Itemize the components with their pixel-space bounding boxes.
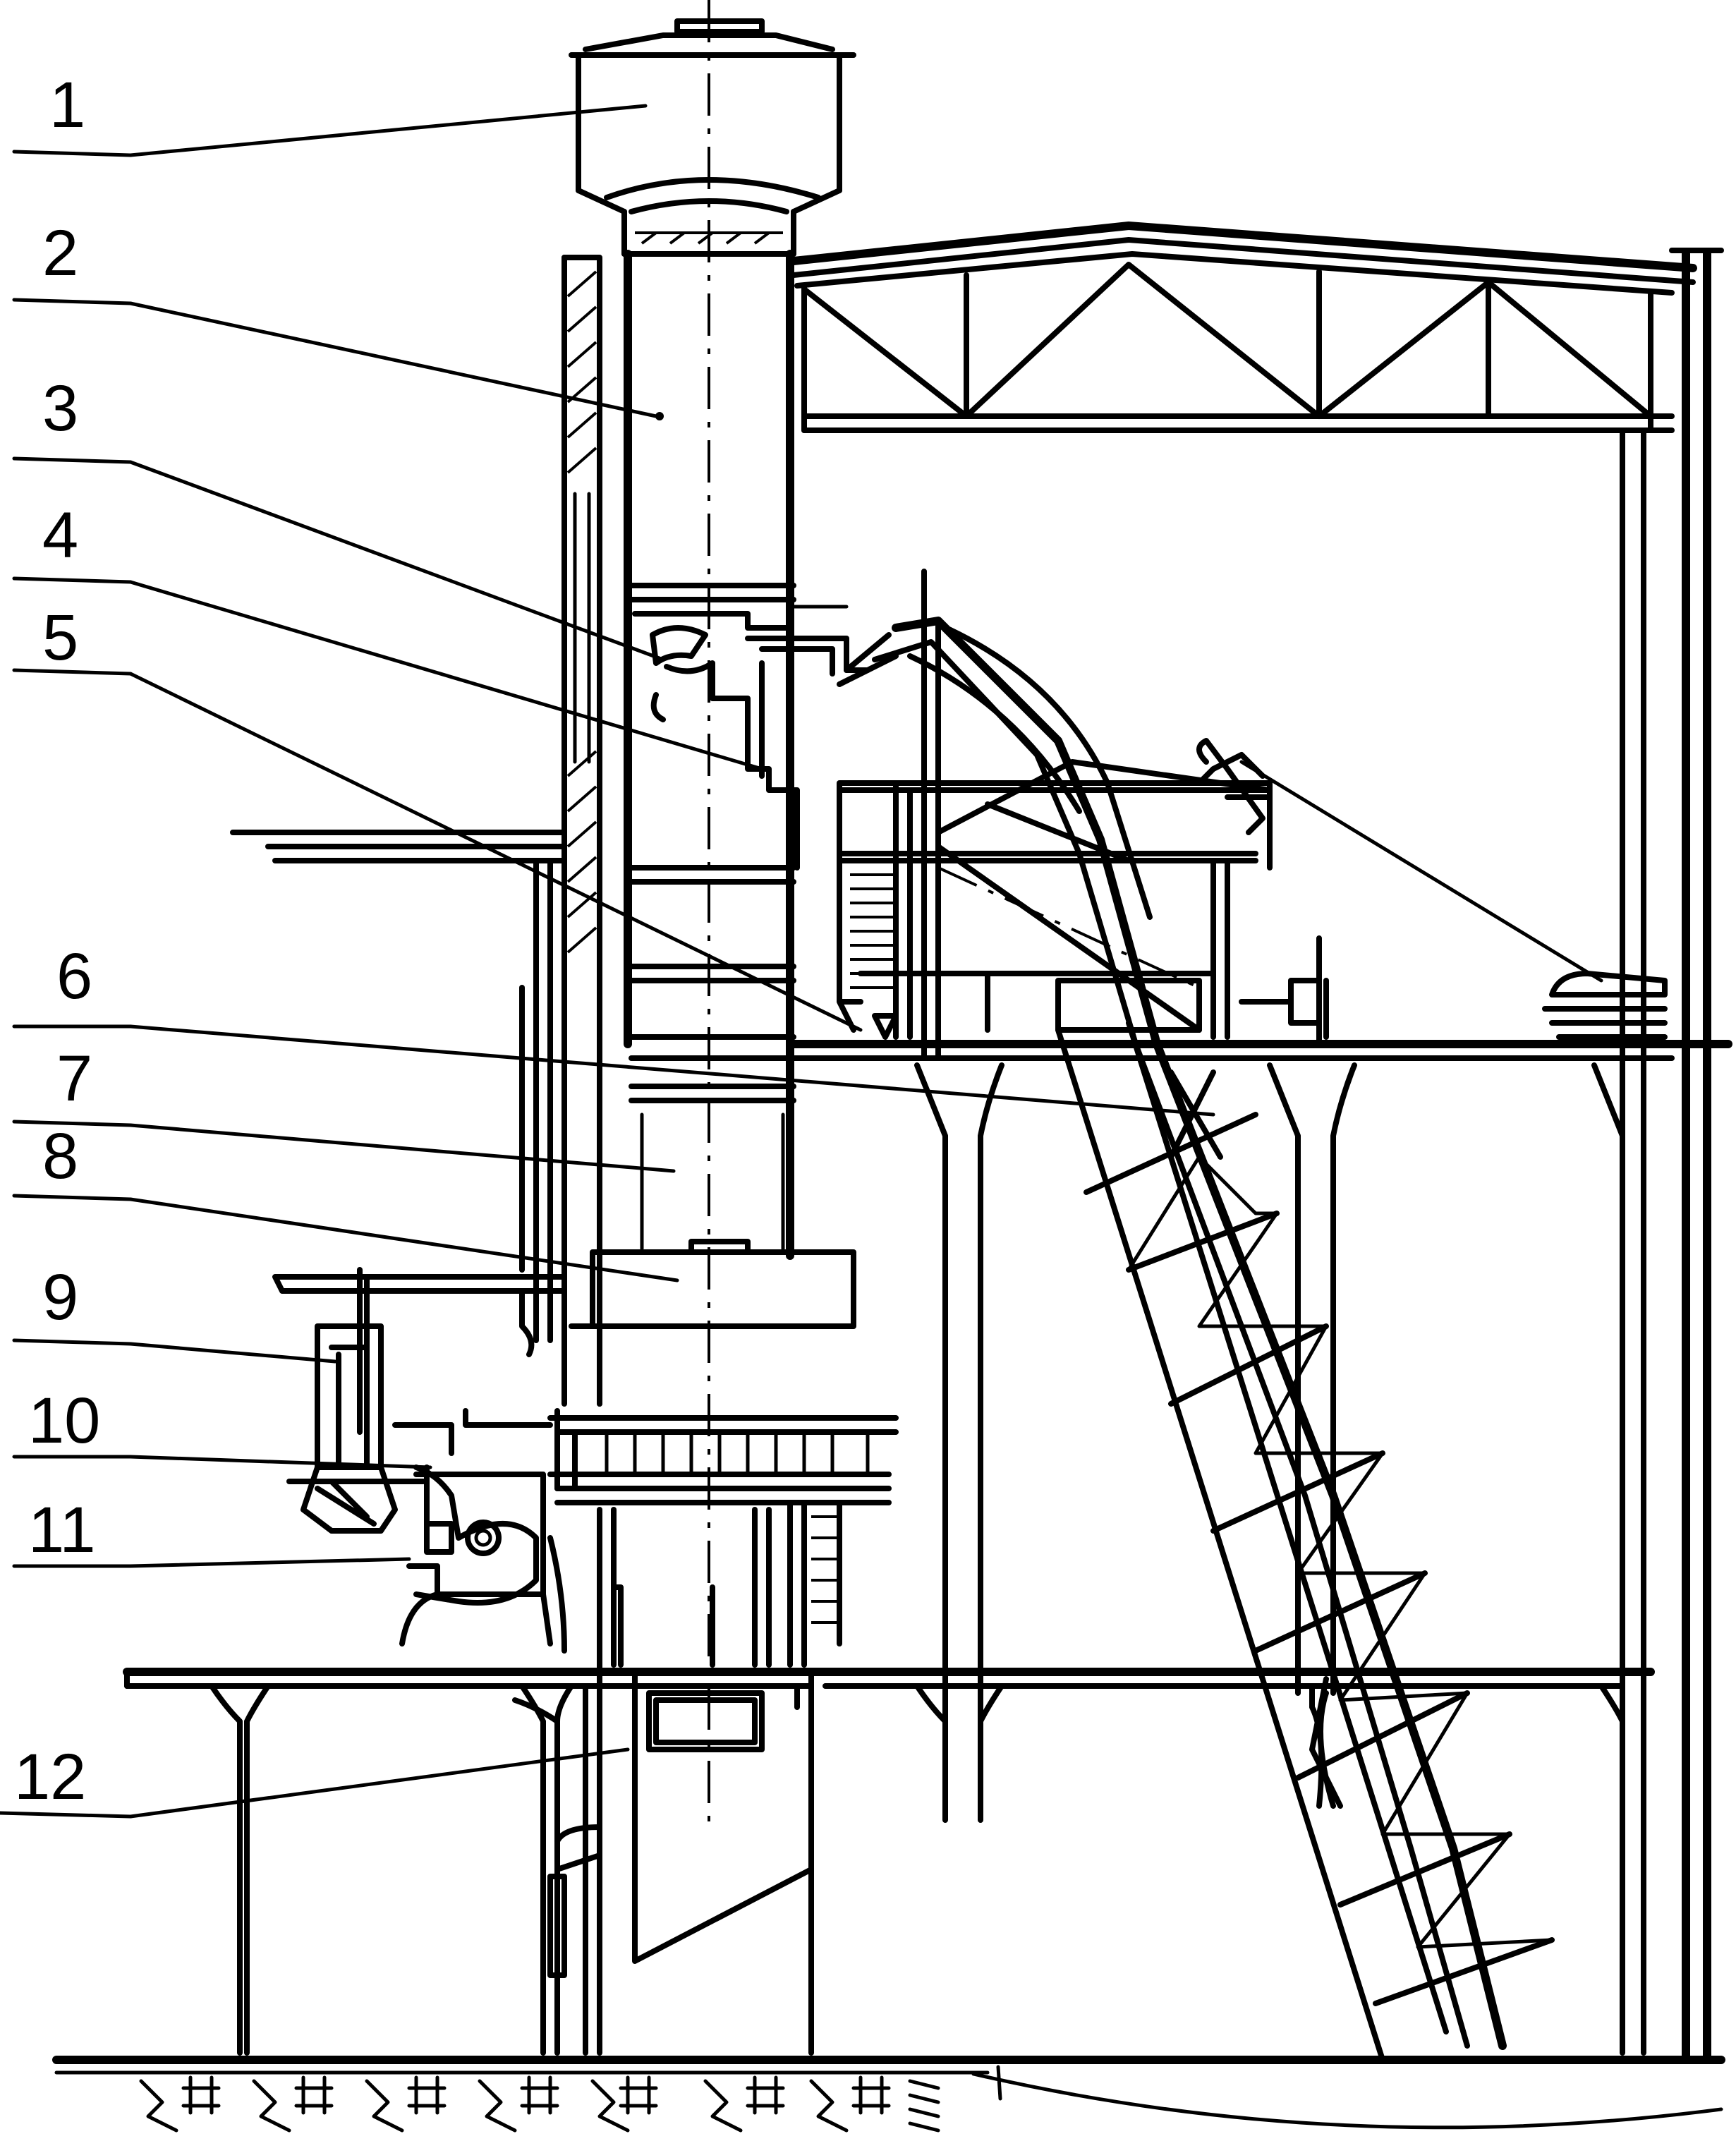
leader-1: [12, 104, 648, 157]
burner-fan: [286, 1323, 567, 1654]
leader-8: [12, 1194, 679, 1282]
roof-truss: [789, 222, 1697, 433]
kiln-shaft: [624, 0, 796, 1834]
label-3: 3: [42, 372, 78, 444]
leader-lines: [0, 104, 1603, 1819]
leader-2: [12, 298, 664, 420]
label-7: 7: [56, 1043, 92, 1115]
cooler-drum: [569, 1239, 856, 1407]
leader-7: [12, 1120, 676, 1173]
label-6: 6: [56, 940, 92, 1012]
label-5: 5: [42, 602, 78, 674]
right-columns: [1620, 248, 1724, 2064]
leader-3: [12, 456, 665, 662]
label-2: 2: [42, 217, 78, 289]
leader-6: [12, 1024, 1215, 1117]
label-10: 10: [28, 1385, 100, 1457]
label-12: 12: [14, 1741, 86, 1813]
leader-10: [12, 1455, 432, 1469]
left-riser-wall: [562, 255, 602, 1407]
part-labels: 1 2 3 4 5 6 7 8 9 10 11 12: [14, 69, 100, 1813]
label-9: 9: [42, 1261, 78, 1333]
leader-11: [12, 1557, 411, 1568]
upper-floor: [786, 1040, 1732, 1823]
lower-floor: [123, 1668, 1655, 2056]
label-4: 4: [42, 499, 78, 571]
bucket-conveyor: [837, 617, 1555, 2063]
soil-hatching: [139, 2075, 940, 2133]
left-upper-platform: [230, 830, 567, 1343]
label-11: 11: [28, 1494, 96, 1566]
label-8: 8: [42, 1120, 78, 1192]
leader-5b: [1239, 760, 1603, 983]
discharge-housing: [512, 1669, 814, 2056]
leader-9: [12, 1338, 337, 1364]
feed-chute: [632, 605, 870, 871]
preheater-housing: [837, 569, 1668, 1061]
leader-4: [12, 576, 764, 771]
top-silo: [569, 18, 856, 257]
leader-5: [12, 668, 863, 1032]
ground-line: [52, 2056, 1725, 2130]
leader-12: [0, 1747, 630, 1819]
label-1: 1: [49, 69, 85, 141]
